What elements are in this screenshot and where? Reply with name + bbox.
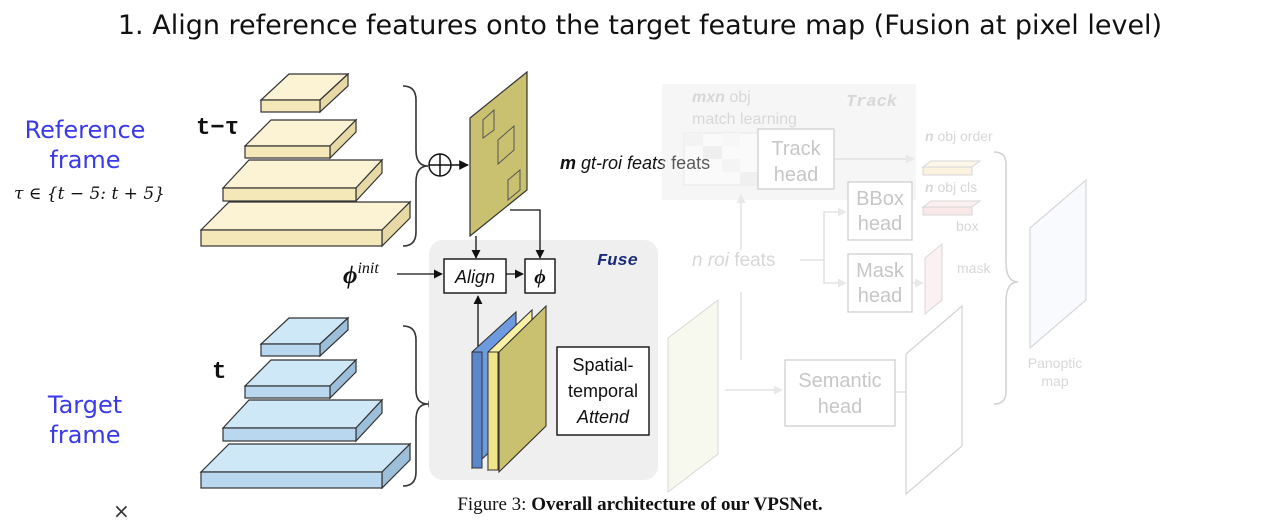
attend-line2: temporal (568, 381, 638, 401)
mask-head-line2: head (858, 285, 903, 307)
panoptic-line1: Panoptic (1028, 355, 1082, 371)
target-feature-stack (471, 304, 547, 474)
target-level-1 (199, 442, 412, 490)
attend-line1: Spatial- (572, 355, 633, 375)
reference-sum-icon (428, 153, 452, 177)
reference-feature-pyramid (199, 72, 412, 248)
n-roi-feats-label: n roi feats (692, 250, 775, 271)
figure-caption: Figure 3: Overall architecture of our VP… (0, 494, 1280, 516)
semantic-head-block (784, 359, 896, 427)
match-grid (683, 132, 759, 186)
track-region (662, 84, 916, 200)
track-head-block (757, 128, 835, 190)
align-block (443, 258, 507, 294)
target-label-line2: frame (49, 421, 121, 449)
close-icon[interactable]: × (113, 499, 130, 523)
reference-frame-label: Reference frame (20, 115, 150, 175)
t-minus-tau-label: t−τ (196, 115, 239, 142)
ref-level-2 (221, 158, 384, 203)
bbox-head-line2: head (858, 213, 903, 235)
track-head-line1: Track (771, 138, 821, 160)
feature-map-faded (667, 298, 719, 494)
faded-downstream-heads: mxn obj match learning Track Track head … (662, 84, 1087, 496)
reference-label-line1: Reference (24, 116, 146, 144)
target-level-2 (221, 398, 384, 443)
align-label: Align (454, 267, 495, 287)
target-brace (402, 325, 429, 487)
caption-bold: Overall architecture of our VPSNet. (531, 494, 823, 515)
panoptic-line2: map (1041, 373, 1068, 389)
bbox-head-line1: BBox (856, 188, 904, 210)
slide-title: 1. Align reference features onto the tar… (117, 10, 1163, 41)
target-label-line1: Target (47, 391, 123, 419)
obj-order-label: n obj order (925, 128, 993, 144)
phi-block (524, 258, 556, 294)
attend-line3: Attend (576, 407, 630, 427)
reference-brace (402, 85, 429, 247)
reference-feature-map (469, 70, 528, 238)
target-feature-pyramid (199, 316, 412, 490)
reference-label-line2: frame (49, 146, 121, 174)
fuse-label: Fuse (597, 252, 638, 271)
tau-range-formula: τ ∈ {t − 5: t + 5} (14, 184, 165, 204)
target-frame-label: Target frame (20, 390, 150, 450)
obj-cls-label: n obj cls (925, 179, 977, 195)
mask-head-block (847, 253, 913, 313)
target-level-4 (259, 316, 350, 358)
ref-level-4 (259, 72, 350, 114)
box-label: box (956, 218, 979, 234)
ref-level-1 (199, 200, 412, 248)
caption-prefix: Figure 3: (457, 494, 532, 515)
mask-label: mask (957, 260, 991, 276)
phi-label: ϕ (534, 266, 546, 288)
phi-init-label: ϕinit (343, 260, 379, 289)
semantic-head-line2: head (818, 396, 863, 418)
match-label-line2: match learning (692, 111, 797, 128)
match-label-line1: mxn obj (692, 89, 751, 106)
target-level-3 (243, 358, 358, 400)
t-label: t (212, 359, 226, 386)
bbox-head-block (847, 181, 913, 241)
mask-head-line1: Mask (856, 260, 905, 282)
panoptic-map (1029, 178, 1087, 350)
semantic-head-line1: Semantic (798, 370, 881, 392)
ref-to-phi-arrow (510, 209, 545, 259)
track-head-line2: head (774, 164, 819, 186)
track-title: Track (846, 93, 898, 112)
attend-block (556, 346, 650, 436)
ref-level-3 (243, 118, 358, 160)
